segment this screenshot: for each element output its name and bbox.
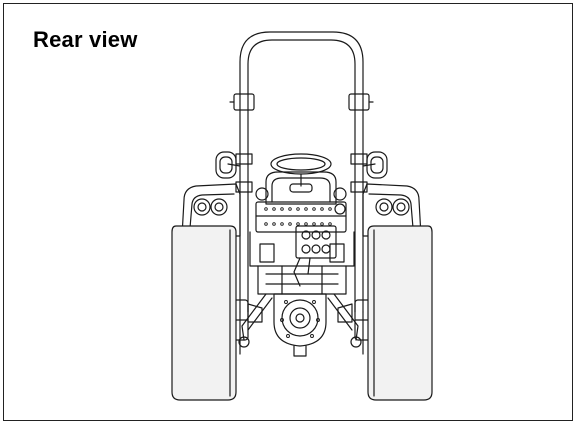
tractor-rear-view-illustration bbox=[171, 31, 433, 401]
tire-inner-edges bbox=[229, 229, 375, 397]
figure-title: Rear view bbox=[33, 27, 138, 52]
figure-frame: Rear view bbox=[3, 3, 573, 421]
three-point-hitch bbox=[238, 293, 364, 355]
mirrors bbox=[215, 151, 388, 179]
rear-tires bbox=[171, 225, 433, 401]
chassis-body bbox=[249, 231, 355, 295]
rear-control-panel bbox=[255, 187, 347, 233]
fenders-and-lights bbox=[181, 183, 422, 237]
hydraulic-couplers bbox=[293, 225, 337, 287]
pto-housing bbox=[273, 293, 327, 357]
steering-wheel-and-seat bbox=[265, 153, 337, 205]
rops-frame bbox=[229, 31, 374, 313]
